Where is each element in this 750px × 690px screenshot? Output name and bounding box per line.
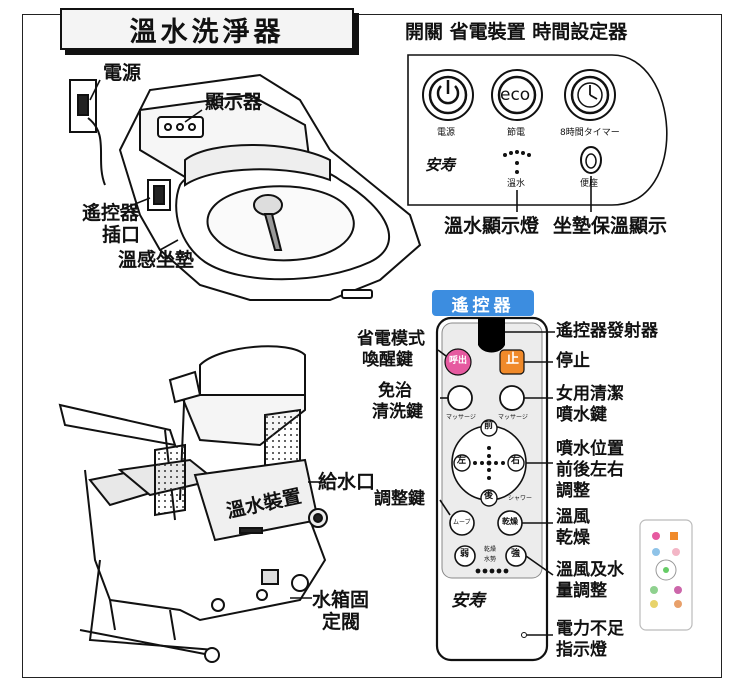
pointer-lines-chair (290, 481, 320, 599)
panel-timer-label: 8時間タイマー (560, 128, 620, 138)
label-female-2: 噴水鍵 (556, 405, 607, 425)
remote-weak-text: 弱 (460, 549, 470, 559)
remote-female-button (499, 385, 525, 411)
control-panel-illustration (407, 54, 668, 212)
label-eco-wake-1: 省電模式 (357, 329, 425, 349)
label-remote-port-1: 遙控器 (82, 202, 140, 224)
label-adjust: 調整鍵 (374, 489, 425, 509)
remote-rinse-button (447, 385, 473, 411)
label-remote-port-2: 插口 (102, 224, 141, 246)
remote-right-text: 右 (511, 456, 521, 466)
page-title: 溫水洗淨器 (60, 8, 354, 50)
remote-emitter (478, 318, 505, 353)
remote-banner: 遙控器 (432, 290, 534, 316)
label-emitter: 遙控器發射器 (556, 321, 658, 341)
remote-massage-left-text: マッサージ (446, 414, 476, 421)
remote-photo-thumbnail (639, 519, 693, 631)
remote-call-text: 呼出 (449, 356, 468, 366)
remote-strong-text: 強 (511, 549, 521, 559)
panel-power-label: 電源 (437, 128, 456, 138)
label-eco-wake-2: 喚醒鍵 (362, 350, 413, 370)
seat-icon (580, 146, 602, 174)
power-plug (77, 94, 89, 116)
remote-left-text: 左 (457, 456, 467, 466)
label-dryer-1: 溫風 (556, 507, 590, 527)
label-nozzle-3: 調整 (556, 481, 590, 501)
label-stop: 停止 (556, 351, 590, 371)
toilet-seat-illustration (69, 73, 422, 301)
remote-move-text: ムーブ (453, 519, 471, 526)
chair-illustration (58, 345, 328, 663)
label-rinse-1: 免治 (378, 381, 412, 401)
remote-move-button (449, 510, 475, 536)
remote-call-button (444, 348, 472, 376)
label-warm-water-indicator: 溫水顯示燈 (444, 215, 540, 237)
label-dryer-2: 乾燥 (556, 528, 590, 548)
remote-back-text: 後 (484, 491, 494, 501)
pointer-lines-remote (437, 331, 555, 636)
label-female-1: 女用清潔 (556, 384, 624, 404)
panel-brand: 安寿 (425, 156, 456, 174)
remote-brand: 安寿 (451, 591, 485, 611)
warm-water-dots (503, 150, 531, 174)
label-heated-seat: 溫感坐墊 (118, 249, 195, 271)
label-panel-header: 開關 省電裝置 時間設定器 (405, 21, 628, 43)
panel-eco-label: 節電 (507, 128, 526, 138)
panel-seat-label: 便座 (580, 179, 599, 189)
remote-illustration (435, 316, 549, 662)
panel-warm-water-label: 溫水 (507, 179, 526, 189)
diagram-frame (22, 14, 722, 678)
label-display: 顯示器 (205, 91, 263, 113)
label-flow-1: 溫風及水 (556, 560, 624, 580)
remote-dry-small-text: 乾燥 (484, 546, 497, 553)
remote-shower-text: シャワー (508, 495, 533, 502)
label-flow-2: 量調整 (556, 581, 607, 601)
label-battery-1: 電力不足 (556, 619, 624, 639)
remote-dry-text: 乾燥 (502, 517, 518, 526)
label-tank-valve-1: 水箱固 (312, 589, 370, 611)
remote-massage-right-text: マッサージ (498, 414, 528, 421)
label-tank-valve-2: 定閥 (322, 611, 361, 633)
label-water-inlet: 給水口 (318, 471, 376, 493)
remote-stop-text: 止 (506, 352, 520, 367)
remote-weak-button (454, 545, 476, 567)
label-nozzle-1: 噴水位置 (556, 439, 624, 459)
remote-front-text: 前 (484, 421, 494, 431)
label-rinse-2: 清洗鍵 (372, 402, 423, 422)
label-battery-2: 指示燈 (556, 640, 607, 660)
label-nozzle-2: 前後左右 (556, 460, 624, 480)
panel-eco-text: eco (500, 85, 531, 105)
label-power-source: 電源 (103, 62, 142, 84)
pointer-lines-seat (89, 79, 203, 251)
remote-flow-small-text: 水勢 (484, 556, 497, 563)
label-seat-warm-indicator: 坐墊保溫顯示 (553, 215, 668, 237)
